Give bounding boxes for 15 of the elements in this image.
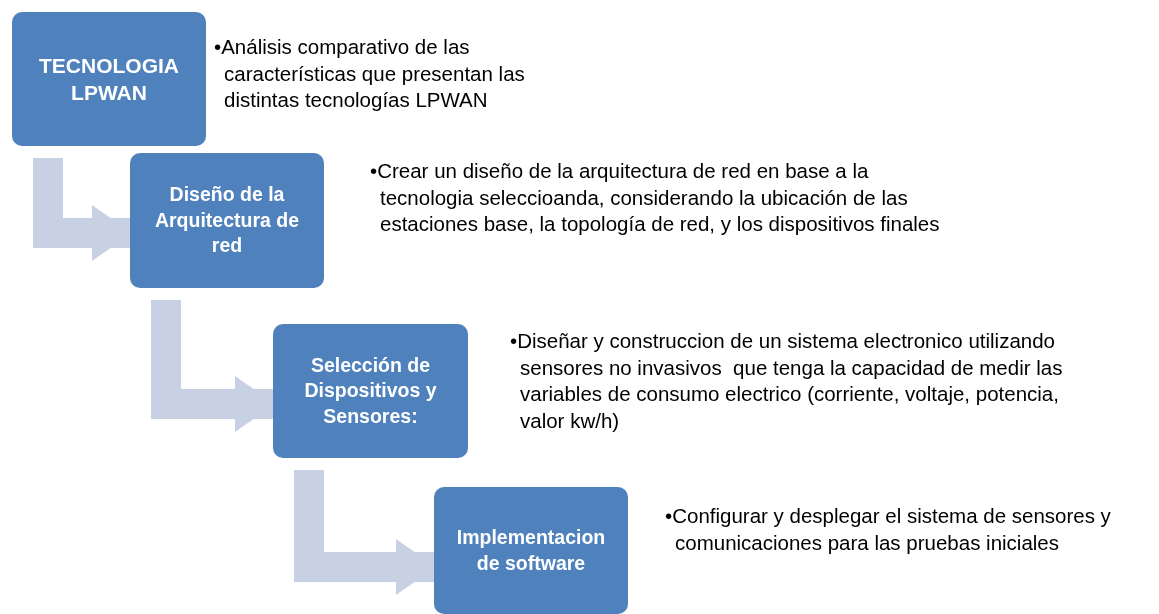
bent-arrow: [294, 470, 436, 595]
step-box: [12, 12, 206, 146]
step-description: •Configurar y desplegar el sistema de sensores y comunicaciones para las pruebas iniciales: [665, 503, 1112, 556]
bent-arrow: [151, 300, 275, 432]
step-title: Implementacion de software: [455, 525, 607, 576]
step-box: [273, 324, 468, 458]
step-box: [434, 487, 628, 614]
bent-arrow: [33, 158, 132, 261]
step-description: •Análisis comparativo de las características que presentan las distintas tecnologías LPWAN: [214, 34, 526, 114]
step-title: TECNOLOGIA LPWAN: [38, 52, 180, 106]
step-description: •Diseñar y construccion de un sistema electronico utilizando sensores no invasivos que tenga la capacidad de medir las variables de consumo electrico (corriente, voltaje, potencia, valor kw/h): [510, 328, 1064, 434]
step-title: Diseño de la Arquitectura de red: [153, 182, 301, 259]
step-description: •Crear un diseño de la arquitectura de red en base a la tecnologia seleccioanda, considerando la ubicación de las estaciones base, la topología de red, y los dispositivos finales: [370, 158, 941, 238]
step-title: Selección de Dispositivos y Sensores:: [303, 353, 438, 429]
step-box: [130, 153, 324, 288]
